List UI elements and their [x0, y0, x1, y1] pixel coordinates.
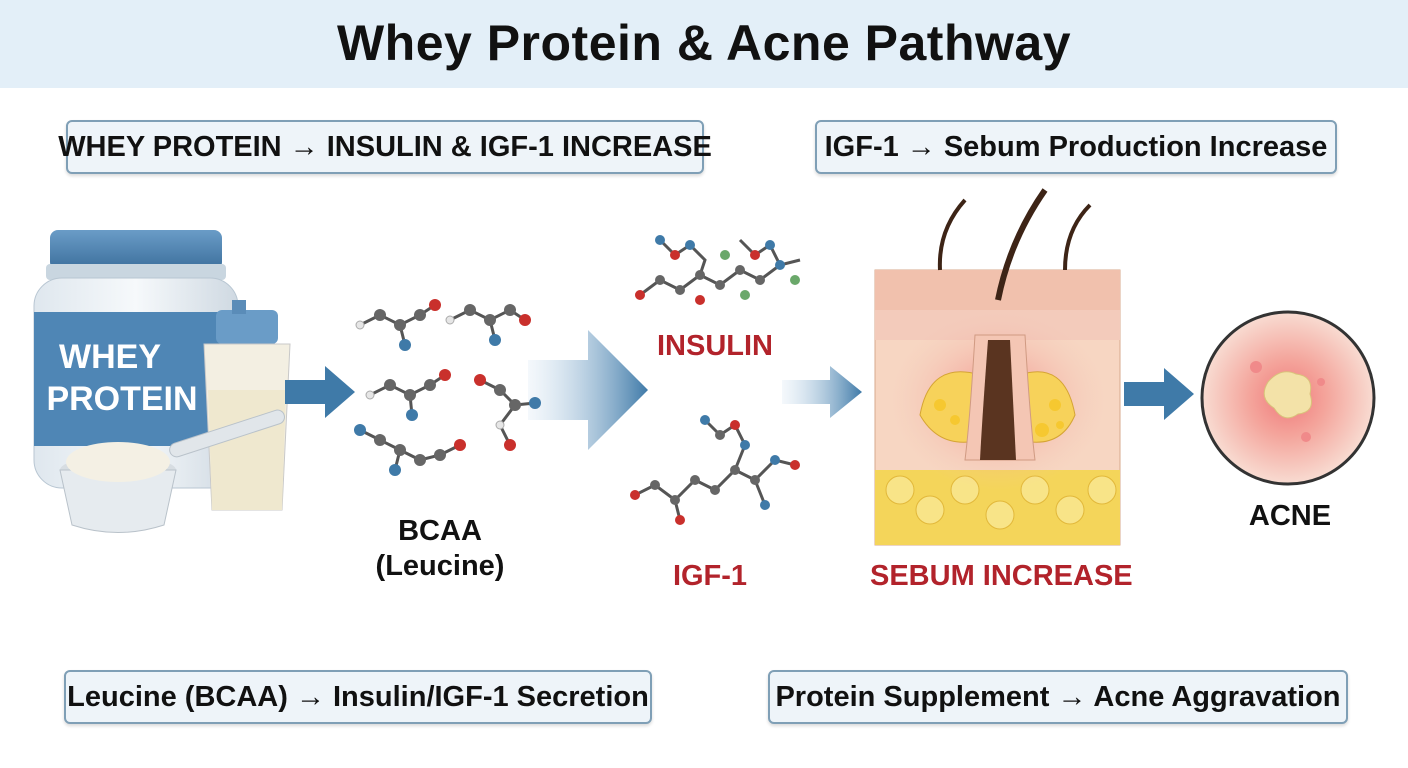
acne-lesion: [1200, 310, 1376, 486]
title-banner: [0, 0, 1408, 88]
bcaa-label: BCAA: [398, 515, 482, 547]
insulin-molecule: [635, 235, 801, 305]
caption-box-whey-insulin: WHEY PROTEIN → INSULIN & IGF-1 INCREASE: [58, 120, 712, 174]
acne-label: ACNE: [1248, 500, 1332, 532]
arrow-bcaa-to-hormones: [528, 330, 648, 450]
page-title: Whey Protein & Acne Pathway: [336, 15, 1072, 71]
igf1-label: IGF-1: [672, 560, 748, 592]
caption-box-igf1-sebum: IGF-1 → Sebum Production Increase: [815, 120, 1337, 174]
skin-cross-section: [874, 188, 1121, 546]
leucine-label: (Leucine): [375, 550, 505, 582]
arrow-jar-to-bcaa: [285, 366, 355, 418]
arrow-skin-to-acne: [1124, 368, 1194, 420]
arrow-hormones-to-skin: [782, 366, 862, 418]
whey-protein-jar-illustration: WHEY PROTEIN: [33, 230, 291, 533]
sebum-increase-label: SEBUM INCREASE: [870, 560, 1133, 592]
caption-box-leucine-secretion: Leucine (BCAA) → Insulin/IGF-1 Secretion: [64, 670, 652, 724]
igf1-molecule: [630, 415, 800, 525]
svg-text:PROTEIN: PROTEIN: [46, 380, 197, 418]
bcaa-molecules: [354, 299, 541, 476]
caption-box-supplement-acne: Protein Supplement → Acne Aggravation: [768, 670, 1348, 724]
svg-text:WHEY: WHEY: [59, 338, 161, 376]
insulin-label: INSULIN: [657, 330, 773, 362]
